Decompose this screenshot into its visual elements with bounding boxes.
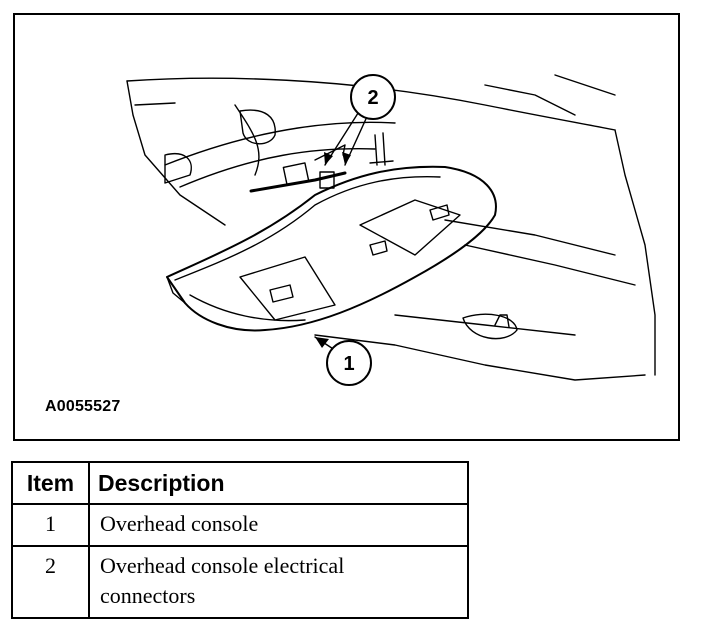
console-switch-b: [429, 204, 450, 221]
roof-line-i: [134, 102, 176, 106]
roof-line-g: [484, 84, 576, 116]
connector-pin: [369, 132, 394, 166]
headliner-outline: [126, 77, 616, 131]
roof-line-h: [554, 74, 616, 96]
console-switch-a: [269, 284, 294, 303]
roof-line-c: [444, 219, 616, 256]
roof-line-d: [464, 244, 636, 286]
panel-shape: [164, 153, 192, 184]
callout-1: 1: [326, 340, 372, 386]
headliner-edge-left: [126, 80, 226, 226]
console-lower-edge: [189, 294, 306, 322]
arrow-head-2a: [324, 152, 333, 165]
clip-shape: [494, 314, 510, 328]
row-item-number: 1: [11, 503, 90, 547]
arrow-head-1: [315, 337, 329, 348]
row-item-number: 2: [11, 545, 90, 619]
figure-id: A0055527: [45, 398, 121, 415]
headliner-right: [614, 129, 656, 376]
row-description: Overhead console: [88, 503, 469, 547]
table-row: 1 Overhead console: [11, 503, 469, 547]
console-body: [166, 165, 497, 332]
callout-2-label: 2: [367, 87, 378, 109]
legend-header-row: Item Description: [11, 461, 469, 505]
overhead-console-illustration: 2 1: [126, 74, 656, 386]
header-description: Description: [88, 461, 469, 505]
illustration-frame: 2 1 A0055527: [13, 13, 680, 441]
visor-shape: [239, 109, 276, 145]
header-item: Item: [11, 461, 90, 505]
table-row: 2 Overhead console electrical connectors: [11, 545, 469, 619]
row-description-line: connectors: [100, 583, 196, 608]
legend-table: Item Description 1 Overhead console 2 Ov…: [11, 461, 469, 619]
row-description-line: Overhead console electrical: [100, 553, 345, 578]
harness-wire: [249, 171, 347, 193]
connector-b: [319, 171, 335, 189]
roof-line-a: [164, 121, 396, 166]
roof-line-e: [394, 314, 576, 336]
console-lamp-right: [359, 199, 461, 256]
console-lamp-left: [239, 256, 336, 321]
arrow-head-2b: [342, 152, 351, 165]
callout-2: 2: [350, 74, 396, 120]
console-switch-c: [369, 240, 388, 256]
connector-a: [282, 162, 310, 186]
console-front-lip: [166, 276, 186, 304]
console-inner-edge: [174, 176, 441, 281]
row-description: Overhead console electrical connectors: [88, 545, 469, 619]
row-description-line: Overhead console: [100, 511, 259, 536]
callout-1-label: 1: [343, 353, 354, 375]
headliner-edge-bottom: [314, 334, 646, 381]
dome-shape: [462, 313, 518, 340]
